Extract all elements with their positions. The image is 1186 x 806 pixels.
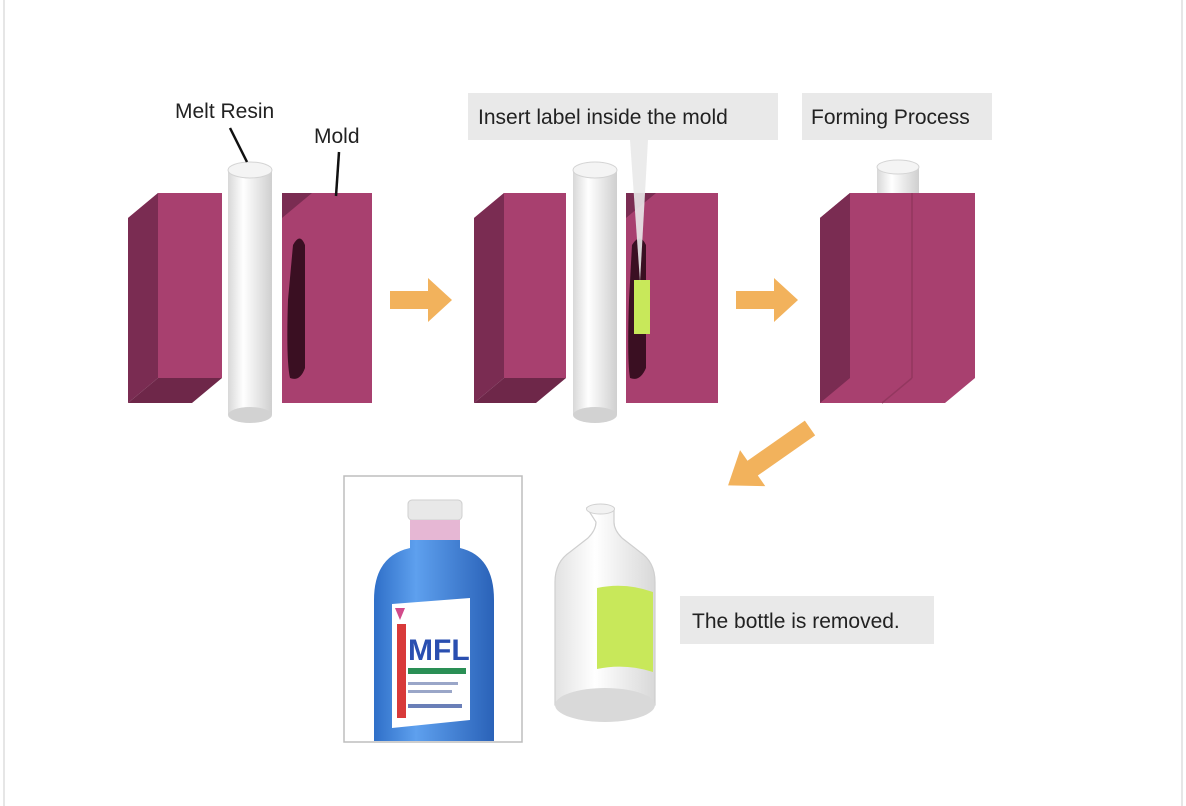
- forming-process-caption: Forming Process: [811, 106, 970, 129]
- mold-cavity: [287, 238, 305, 379]
- melt-resin-parison: [227, 161, 273, 423]
- mold-half-left-2: [474, 193, 566, 403]
- insert-label-caption-box: [468, 93, 778, 140]
- melt-resin-parison-2: [572, 161, 618, 423]
- arrow-step-1-to-2: [390, 278, 452, 322]
- arrow-step-2-to-3: [736, 278, 798, 322]
- molded-in-label: [597, 585, 653, 672]
- bottle-removed-caption: The bottle is removed.: [692, 610, 900, 633]
- insert-label-caption: Insert label inside the mold: [478, 106, 728, 129]
- mold-label: Mold: [314, 125, 360, 148]
- forming-process-caption-box: [802, 93, 992, 140]
- bottle-removed-caption-box: [680, 596, 934, 644]
- melt-resin-label: Melt Resin: [175, 100, 274, 123]
- melt-resin-leader-line: [228, 127, 249, 163]
- product-photo: MFL: [374, 499, 494, 741]
- arrow-step-3-to-4: [728, 420, 816, 487]
- inserted-label: [634, 280, 650, 334]
- step-1-open-mold: Melt Resin Mold: [128, 100, 372, 423]
- mold-half-right: [282, 193, 372, 403]
- mold-half-left: [128, 193, 222, 403]
- step-4-bottle-removed: MFL The bottle is removed.: [343, 475, 934, 743]
- caption-pointer: [630, 140, 648, 282]
- finished-bottle: [554, 503, 656, 722]
- product-brand: MFL: [408, 634, 470, 667]
- mold-leader-line: [334, 151, 341, 197]
- step-3-forming: Forming Process: [802, 93, 992, 404]
- step-2-insert-label: Insert label inside the mold: [468, 93, 778, 423]
